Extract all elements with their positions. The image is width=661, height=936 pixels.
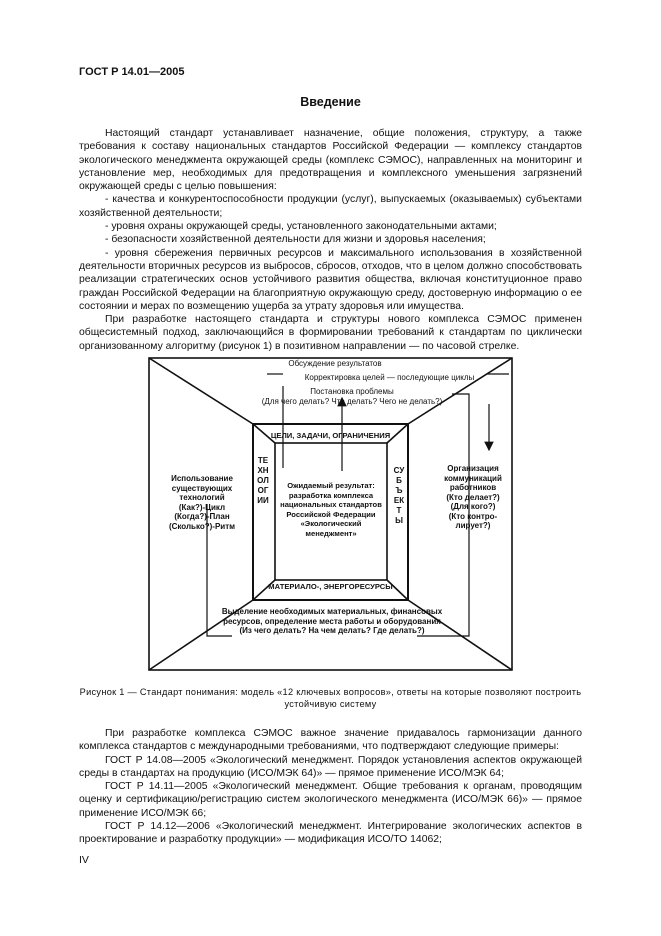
list-item: - уровня охраны окружающей среды, устано… (105, 221, 497, 233)
intro-text: Настоящий стандарт устанавливает назначе… (79, 127, 582, 353)
problem-label: Постановка проблемы (Для чего делать? Чт… (261, 387, 443, 406)
band-subjects: СУБЪЕКТЫ (393, 466, 405, 525)
arrow-right (417, 393, 470, 637)
band-resources: МАТЕРИАЛО-, ЭНЕРГОРЕСУРСЫ (268, 582, 393, 591)
list-item: - безопасности хозяйственной деятельност… (105, 234, 486, 246)
arrow-left (206, 504, 232, 637)
bottom-resources-note: Выделение необходимых материальных, фина… (221, 607, 443, 635)
document-header: ГОСТ Р 14.01—2005 (79, 66, 185, 78)
outer-frame (148, 357, 513, 671)
paragraph: ГОСТ Р 14.08—2005 «Экологический менеджм… (79, 754, 582, 779)
diagram-frame (148, 357, 513, 671)
page-number: IV (79, 854, 89, 866)
band-goals: ЦЕЛИ, ЗАДАЧИ, ОГРАНИЧЕНИЯ (270, 431, 391, 440)
list-item: - уровня сбережения первичных ресурсов и… (79, 247, 582, 312)
left-technologies-note: Использование существующих технологий (К… (168, 474, 236, 531)
after-text: При разработке комплекса СЭМОС важное зн… (79, 727, 582, 847)
paragraph: При разработке настоящего стандарта и ст… (79, 314, 582, 352)
band-technologies: ТЕХНОЛОГИИ (257, 456, 269, 505)
correction-label: Корректировка целей — последующие циклы (304, 373, 475, 382)
figure-caption: Рисунок 1 — Стандарт понимания: модель «… (79, 687, 582, 709)
feedback-label: Обсуждение результатов (288, 359, 382, 368)
list-item: - качества и конкурентоспособности проду… (79, 194, 582, 219)
expected-result: Ожидаемый результат: разработка комплекс… (280, 481, 382, 538)
paragraph: Настоящий стандарт устанавливает назначе… (79, 128, 582, 193)
section-title: Введение (300, 95, 361, 109)
right-subjects-note: Организация коммуникаций работников (Кто… (444, 464, 502, 530)
paragraph: При разработке комплекса СЭМОС важное зн… (79, 728, 582, 753)
paragraph: ГОСТ Р 14.12—2006 «Экологический менеджм… (79, 821, 582, 846)
inner-frame (274, 442, 388, 581)
figure-diagram: Обсуждение результатов Корректировка цел… (147, 356, 514, 672)
mid-frame (252, 423, 409, 601)
paragraph: ГОСТ Р 14.11—2005 «Экологический менеджм… (79, 781, 582, 819)
